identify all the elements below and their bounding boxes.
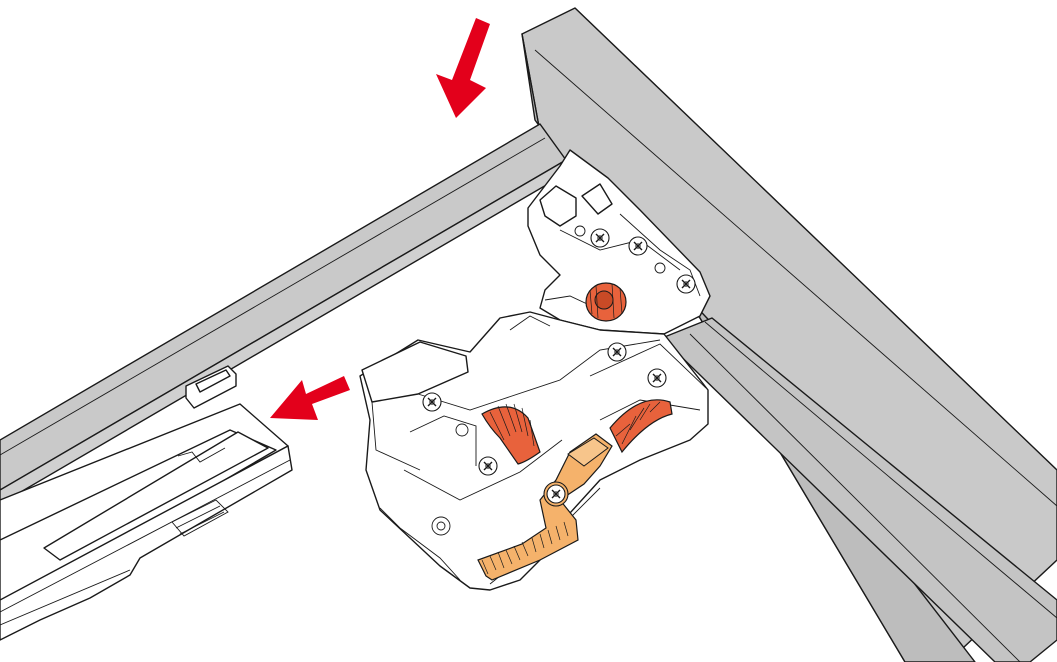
drawer-runner: [0, 403, 293, 641]
arrow-left-icon: [270, 376, 350, 420]
arrow-down-left-icon: [436, 18, 490, 118]
front-fixing-clip: [185, 365, 237, 409]
adjustment-wheel-icon: [481, 282, 673, 465]
release-lever-icon: [477, 433, 613, 581]
